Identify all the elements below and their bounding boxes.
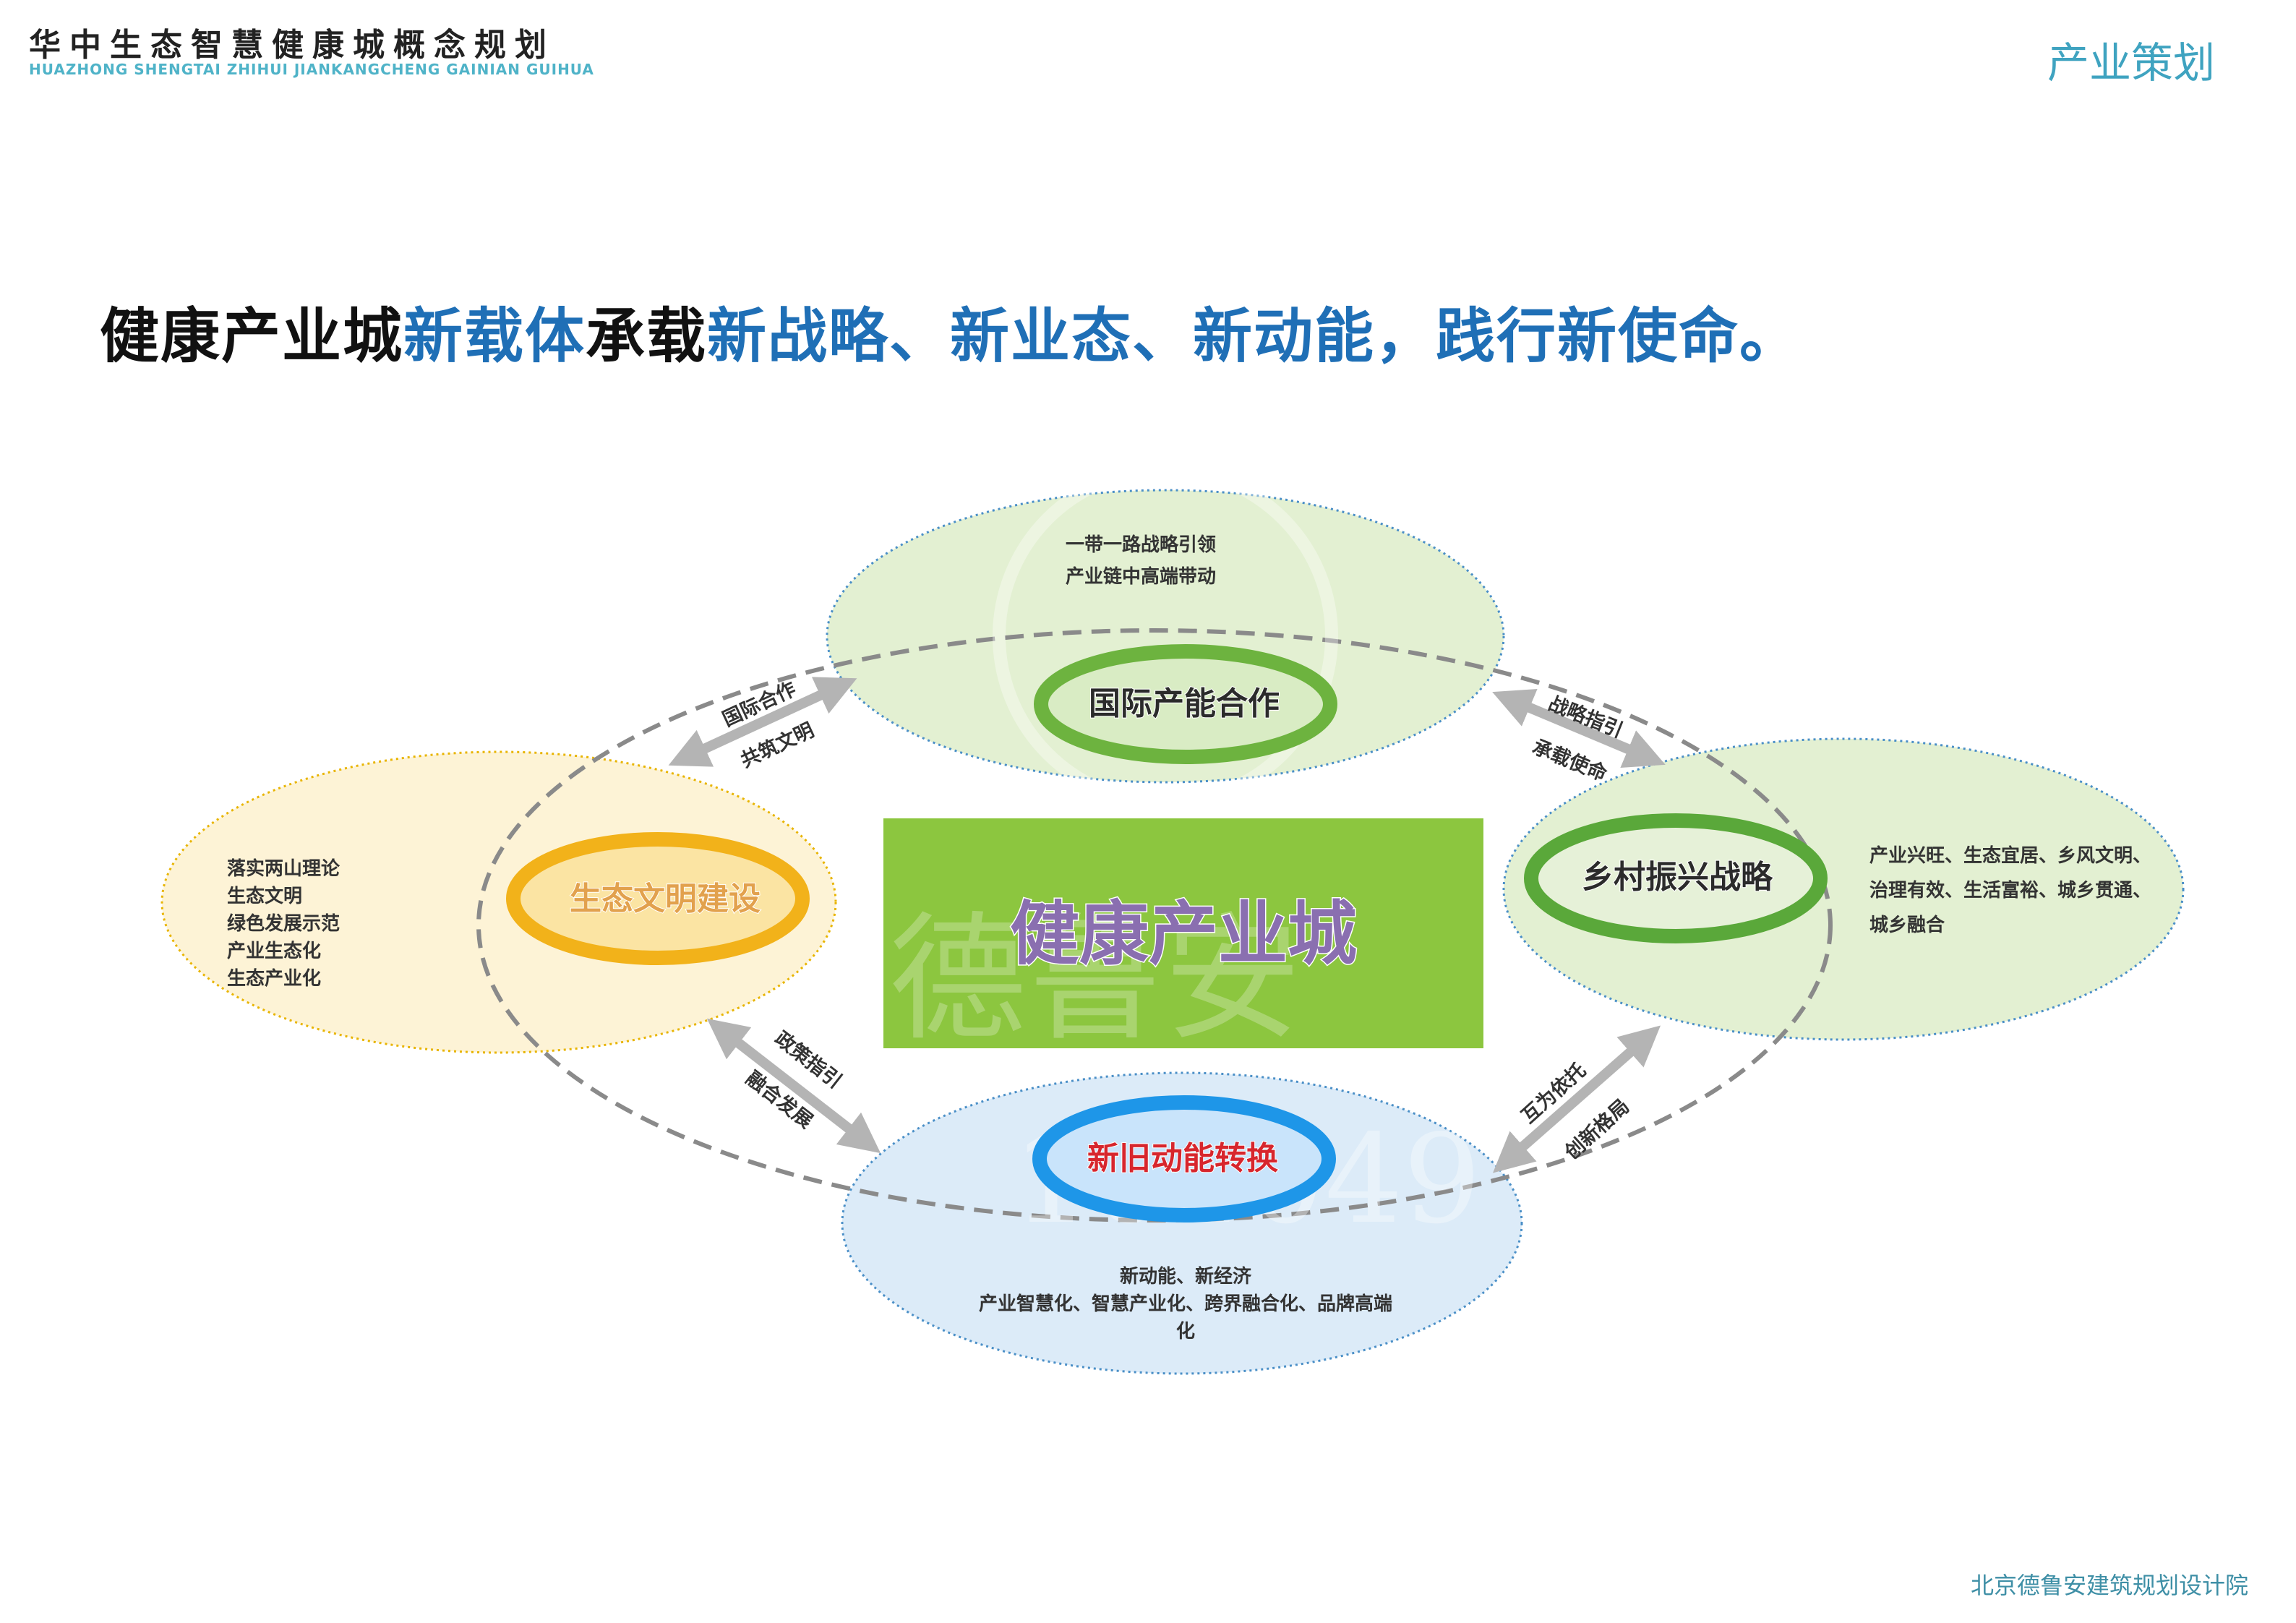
- headline-part-1: 健康产业城: [100, 302, 404, 371]
- arrow-bottom-right: [1492, 1025, 1661, 1173]
- conn-bottom-left-1: 政策指引: [771, 1027, 847, 1093]
- left-ellipse: [160, 750, 837, 1054]
- right-note-3: 城乡融合: [1869, 914, 1945, 936]
- brand-subtitle: HUAZHONG SHENGTAI ZHIHUI JIANKANGCHENG G…: [29, 61, 594, 78]
- arrow-top-right: [1492, 689, 1666, 768]
- node-top-ring: [1034, 644, 1337, 764]
- watermark-text: 德鲁安: [889, 899, 1301, 1059]
- section-label: 产业策划: [2047, 38, 2215, 87]
- left-note-1: 落实两山理论: [227, 857, 340, 880]
- top-note-2: 产业链中高端带动: [1066, 565, 1216, 588]
- brand-title: 华中生态智慧健康城概念规划: [29, 27, 555, 64]
- headline-part-4: 新战略、新业态、新动能，践行新使命。: [707, 302, 1801, 371]
- node-top-label: 国际产能合作: [1089, 685, 1280, 722]
- watermark-ring: [993, 463, 1338, 809]
- headline-part-3: 承载: [586, 302, 708, 371]
- center-label: 健康产业城: [1010, 894, 1357, 975]
- headline: 健康产业城新载体承载新战略、新业态、新动能，践行新使命。: [100, 288, 1800, 374]
- bottom-note-1: 新动能、新经济: [1120, 1265, 1252, 1288]
- node-left-label: 生态文明建设: [570, 881, 761, 917]
- left-note-3: 绿色发展示范: [227, 912, 340, 935]
- arrow-bottom-left: [706, 1018, 881, 1154]
- bottom-note-2: 产业智慧化、智慧产业化、跨界融合化、品牌高端: [979, 1293, 1392, 1315]
- right-note-1: 产业兴旺、生态宜居、乡风文明、: [1869, 844, 2151, 867]
- headline-part-2: 新载体: [403, 302, 586, 371]
- center-block: [883, 818, 1483, 1048]
- left-note-4: 产业生态化: [227, 940, 321, 962]
- left-note-5: 生态产业化: [227, 967, 321, 990]
- arrow-top-left: [668, 677, 857, 767]
- left-note-2: 生态文明: [227, 885, 302, 907]
- bottom-note-3: 化: [1176, 1321, 1195, 1342]
- node-bottom-label: 新旧动能转换: [1087, 1140, 1278, 1177]
- conn-top-right-2: 承载使命: [1529, 735, 1611, 787]
- footer-org: 北京德鲁安建筑规划设计院: [1970, 1572, 2248, 1599]
- node-bottom-ring: [1032, 1095, 1336, 1222]
- node-right-label: 乡村振兴战略: [1582, 859, 1773, 896]
- node-right-ring: [1524, 813, 1828, 943]
- node-left-ring: [506, 832, 810, 965]
- right-note-2: 治理有效、生活富裕、城乡贯通、: [1869, 879, 2151, 902]
- bottom-ellipse: [841, 1071, 1523, 1375]
- top-note-1: 一带一路战略引领: [1066, 534, 1216, 556]
